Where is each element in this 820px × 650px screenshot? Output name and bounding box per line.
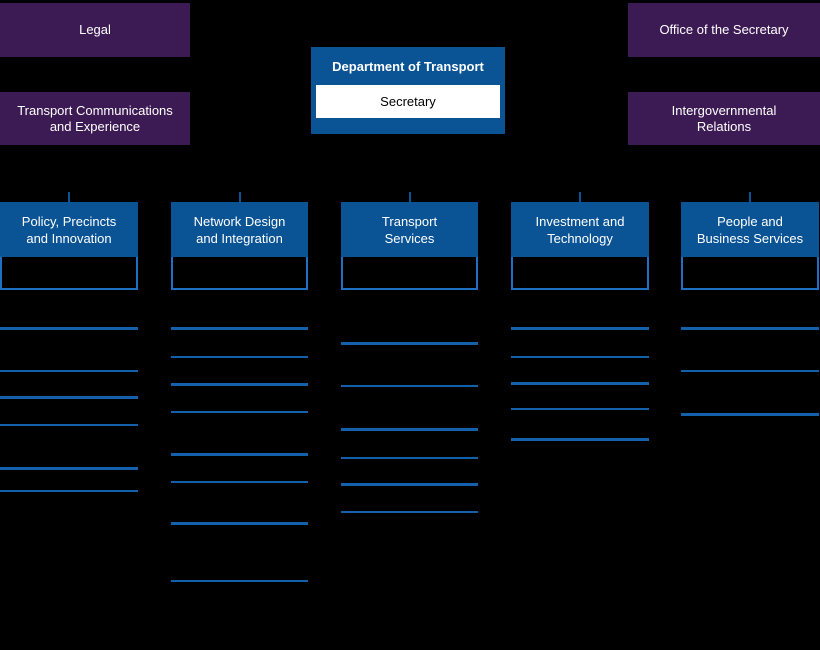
branch-rule[interactable] <box>171 411 308 413</box>
connector-stub-icon <box>408 192 411 202</box>
branch-rule[interactable] <box>511 438 649 441</box>
support-box-label: Office of the Secretary <box>659 22 789 37</box>
support-box-label: Transport Communications and Experience <box>17 102 173 134</box>
branch-rule[interactable] <box>171 522 308 525</box>
connector-stub-icon <box>68 192 70 202</box>
division-body[interactable] <box>511 257 649 290</box>
branch-column-5 <box>681 0 819 650</box>
branch-rule[interactable] <box>171 327 308 330</box>
branch-rule[interactable] <box>511 382 649 385</box>
division-title: Policy, Precincts and Innovation <box>0 202 138 257</box>
support-box-transport-communications-and-experience[interactable]: Transport Communications and Experience <box>0 92 190 145</box>
division-title: Network Design and Integration <box>171 202 308 257</box>
branch-rule[interactable] <box>341 483 478 486</box>
branch-rule[interactable] <box>681 370 819 372</box>
division-body[interactable] <box>681 257 819 290</box>
division-policy-precincts-and-innovation[interactable]: Policy, Precincts and Innovation <box>0 192 138 290</box>
top-unit-role-secretary[interactable]: Secretary <box>316 85 500 118</box>
branch-rule[interactable] <box>171 383 308 386</box>
branch-rule[interactable] <box>171 356 308 358</box>
support-box-label: Legal <box>79 22 111 37</box>
division-people-and-business-services[interactable]: People and Business Services <box>681 192 819 290</box>
branch-rule[interactable] <box>341 385 478 387</box>
branch-column-1 <box>0 0 138 650</box>
branch-rule[interactable] <box>0 327 138 330</box>
branch-rule[interactable] <box>0 467 138 470</box>
branch-rule[interactable] <box>0 490 138 492</box>
top-unit-department-of-transport[interactable]: Department of Transport Secretary <box>311 47 505 134</box>
branch-rule[interactable] <box>0 424 138 426</box>
branch-rule[interactable] <box>0 396 138 399</box>
support-box-label: Intergovernmental Relations <box>671 102 777 134</box>
division-body[interactable] <box>171 257 308 290</box>
division-investment-and-technology[interactable]: Investment and Technology <box>511 192 649 290</box>
connector-stub-icon <box>579 192 581 202</box>
branch-rule[interactable] <box>171 580 308 582</box>
support-box-intergovernmental-relations[interactable]: Intergovernmental Relations <box>628 92 820 145</box>
division-network-design-and-integration[interactable]: Network Design and Integration <box>171 192 308 290</box>
branch-rule[interactable] <box>341 457 478 459</box>
branch-rule[interactable] <box>511 356 649 358</box>
branch-column-3 <box>341 0 478 650</box>
top-unit-title: Department of Transport <box>332 59 484 74</box>
division-transport-services[interactable]: Transport Services <box>341 192 478 290</box>
branch-rule[interactable] <box>681 327 819 330</box>
branch-column-4 <box>511 0 649 650</box>
branch-column-2 <box>171 0 308 650</box>
support-box-office-of-the-secretary[interactable]: Office of the Secretary <box>628 3 820 57</box>
division-body[interactable] <box>341 257 478 290</box>
connector-stub-icon <box>238 192 241 202</box>
division-body[interactable] <box>0 257 138 290</box>
branch-rule[interactable] <box>511 327 649 330</box>
division-title: People and Business Services <box>681 202 819 257</box>
support-box-legal[interactable]: Legal <box>0 3 190 57</box>
branch-rule[interactable] <box>341 342 478 345</box>
branch-rule[interactable] <box>681 413 819 416</box>
branch-rule[interactable] <box>341 428 478 431</box>
branch-rule[interactable] <box>171 453 308 456</box>
division-title: Transport Services <box>341 202 478 257</box>
connector-stub-icon <box>749 192 751 202</box>
branch-rule[interactable] <box>171 481 308 483</box>
branch-rule[interactable] <box>341 511 478 513</box>
branch-rule[interactable] <box>511 408 649 410</box>
branch-rule[interactable] <box>0 370 138 372</box>
division-title: Investment and Technology <box>511 202 649 257</box>
